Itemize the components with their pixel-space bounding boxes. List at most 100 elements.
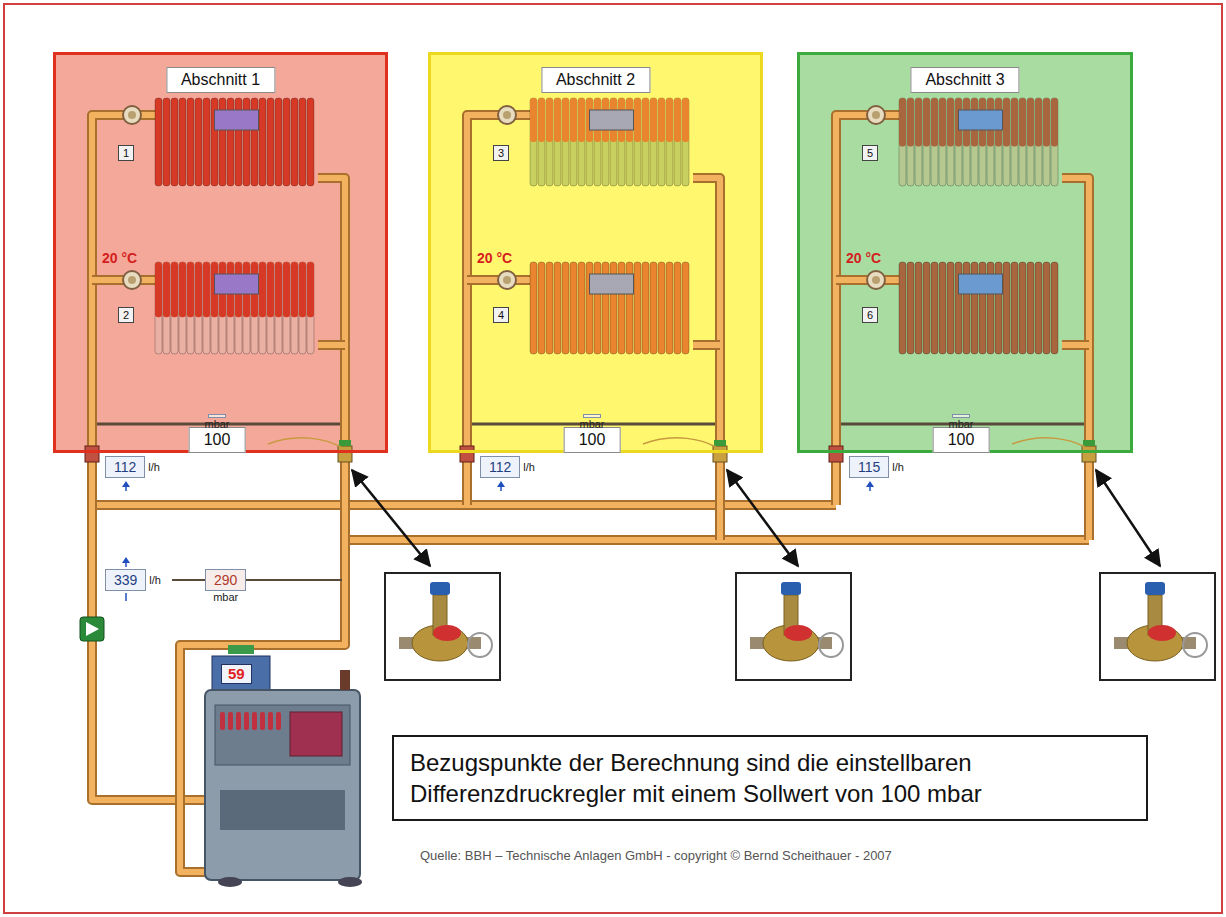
radiator-column-hot [667, 264, 672, 352]
section-heading: Abschnitt 3 [910, 67, 1019, 93]
radiator-column [283, 262, 290, 354]
radiator-column [1011, 262, 1018, 354]
photo-cap [1145, 582, 1165, 595]
radiator-display [959, 274, 1003, 294]
callout-number: 5 [862, 145, 878, 161]
radiator-column [1003, 262, 1010, 354]
radiator-column [179, 262, 186, 354]
radiator-column-hot [268, 100, 273, 184]
photo-capillary [468, 633, 492, 657]
radiator-column [171, 98, 178, 186]
radiator-column [1043, 262, 1050, 354]
radiator-column [682, 98, 689, 186]
radiator-column [899, 98, 906, 186]
radiator-column-hot [635, 264, 640, 352]
radiator-column [666, 98, 673, 186]
pipe-outline [92, 505, 210, 800]
regulator-cap [339, 440, 351, 446]
radiator-column-hot [940, 264, 945, 352]
radiator-column [530, 98, 537, 186]
radiator-column-hot [1011, 98, 1018, 146]
radiator-column [634, 98, 641, 186]
radiator-column-hot [682, 98, 689, 142]
radiator-column [634, 262, 641, 354]
radiator-column [1027, 98, 1034, 186]
radiator-column-hot [923, 98, 930, 146]
boiler-foot [218, 877, 242, 887]
radiator-column [187, 98, 194, 186]
radiator-column-hot [156, 100, 161, 184]
radiator-column [1011, 98, 1018, 186]
note-box: Bezugspunkte der Berechnung sind die ein… [392, 735, 1148, 821]
photo-disk [433, 625, 461, 641]
drawing [53, 52, 1215, 887]
radiator-column-hot [300, 100, 305, 184]
radiator-column [291, 262, 298, 354]
radiator-column-hot [539, 264, 544, 352]
radiator-display [959, 110, 1003, 130]
radiator-column [259, 262, 266, 354]
radiator-column [907, 262, 914, 354]
radiator-valve-knob [128, 276, 136, 284]
pressure-regulator [1082, 446, 1096, 462]
supply-valve [460, 446, 474, 462]
radiator-column-hot [547, 264, 552, 352]
radiator-column-hot [267, 262, 274, 317]
radiator-column-hot [900, 264, 905, 352]
radiator-column [650, 262, 657, 354]
radiator-column [642, 98, 649, 186]
pipe [467, 115, 530, 505]
radiator-column [291, 98, 298, 186]
radiator-column [947, 262, 954, 354]
radiator-column-hot [292, 100, 297, 184]
radiator-column [923, 262, 930, 354]
pipe-outline [1062, 340, 1089, 350]
callout-number: 4 [493, 307, 509, 323]
radiator-valve-knob [503, 276, 511, 284]
photo-body [412, 625, 468, 661]
radiator-valve-knob [872, 276, 880, 284]
radiator-column [195, 98, 202, 186]
flow-arrow-stem [125, 562, 127, 567]
radiator-column [931, 98, 938, 186]
radiator-valve [867, 106, 885, 124]
radiator-column [546, 262, 553, 354]
section-heading: Abschnitt 1 [166, 67, 275, 93]
heating-coil [252, 712, 257, 730]
radiator-column [538, 98, 545, 186]
radiator-column-hot [675, 264, 680, 352]
radiator-column-hot [531, 264, 536, 352]
radiator-column-hot [931, 98, 938, 146]
radiator-valve [123, 106, 141, 124]
radiator-column [658, 262, 665, 354]
radiator-column-hot [283, 262, 290, 317]
radiator-column [899, 262, 906, 354]
pipe-outline [92, 115, 155, 505]
radiator-valve [867, 271, 885, 289]
boiler-foot [338, 877, 362, 887]
radiator-column [1051, 262, 1058, 354]
radiator-column [554, 98, 561, 186]
unit-text: mbar [579, 418, 604, 430]
pipe [92, 505, 210, 800]
radiator-valve [123, 271, 141, 289]
pipe [318, 342, 345, 348]
radiator-column [1035, 262, 1042, 354]
photo-body [763, 625, 819, 661]
pressure-display: 100mbar [208, 414, 226, 418]
radiator-column [546, 98, 553, 186]
radiator-column-hot [916, 264, 921, 352]
radiator-column-hot [307, 262, 314, 317]
heating-coil [228, 712, 233, 730]
radiator-column-hot [907, 98, 914, 146]
radiator-column-hot [908, 264, 913, 352]
radiator-column [554, 262, 561, 354]
radiator-column-hot [180, 100, 185, 184]
radiator-column [923, 98, 930, 186]
radiator-column [538, 262, 545, 354]
pressure-regulator [713, 446, 727, 462]
radiator-column-hot [932, 264, 937, 352]
radiator-column-hot [554, 98, 561, 142]
heating-coil [244, 712, 249, 730]
radiator-column-hot [259, 262, 266, 317]
